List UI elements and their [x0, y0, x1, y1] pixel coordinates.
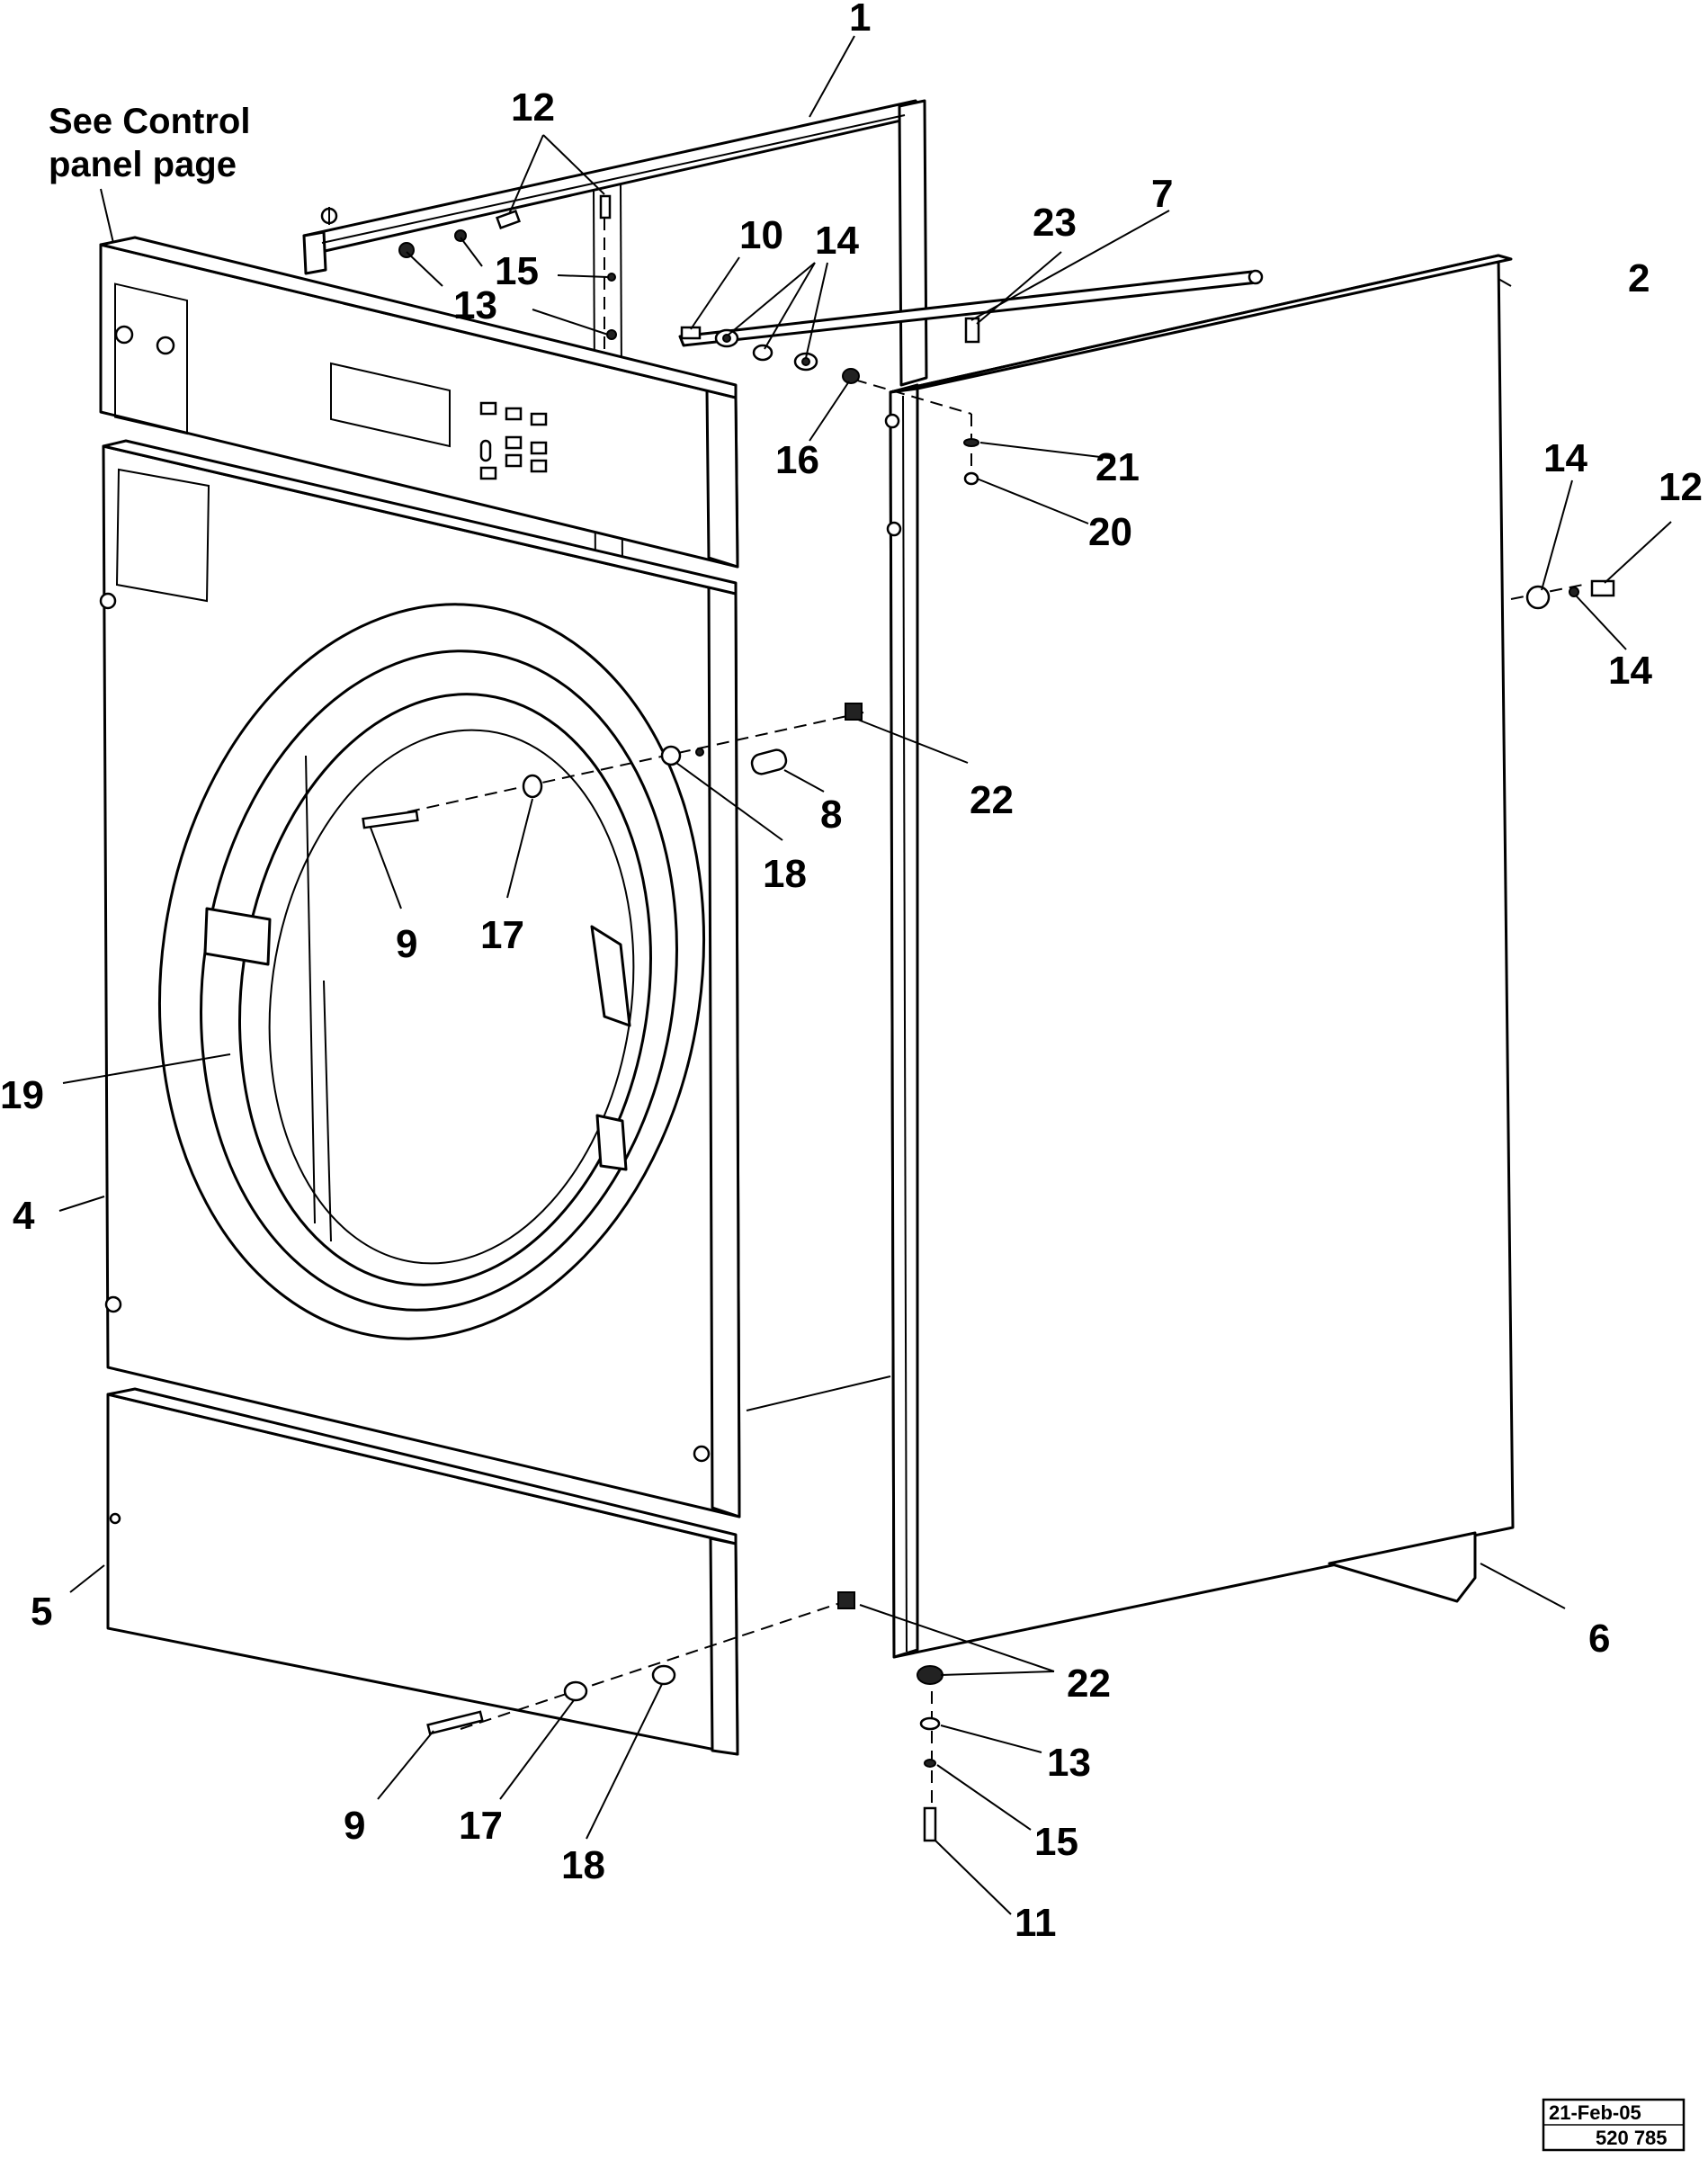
callout-14-right-lower: 14 [1608, 649, 1652, 693]
callout-9-lower: 9 [344, 1804, 365, 1848]
callout-15-top: 15 [495, 249, 539, 293]
callout-8: 8 [820, 793, 842, 837]
callout-12-top: 12 [511, 85, 555, 130]
callout-13-top: 13 [453, 283, 497, 327]
part-4-front-panel [99, 439, 741, 1518]
callout-22-upper: 22 [970, 778, 1014, 822]
note-see-control-line2: panel page [49, 145, 237, 184]
stamp-number: 520 785 [1596, 2127, 1668, 2149]
callout-17-lower: 17 [459, 1804, 503, 1848]
control-buttons [479, 401, 548, 480]
part-2-side-panel [884, 254, 1515, 1659]
callout-13-bottom: 13 [1047, 1741, 1091, 1785]
callout-17-upper: 17 [480, 913, 524, 957]
callout-7: 7 [1151, 172, 1173, 216]
leader-lines [58, 35, 1672, 1915]
callout-14-right-upper: 14 [1543, 436, 1587, 480]
callout-22-lower: 22 [1067, 1662, 1111, 1706]
callout-9-upper: 9 [396, 922, 417, 966]
callout-15-bottom: 15 [1034, 1820, 1078, 1864]
callout-18-lower: 18 [561, 1843, 605, 1887]
callout-23: 23 [1033, 201, 1077, 245]
callout-20: 20 [1088, 510, 1132, 554]
callout-4: 4 [13, 1194, 35, 1238]
callout-21: 21 [1095, 445, 1140, 489]
callout-11: 11 [1015, 1901, 1057, 1945]
callout-19: 19 [0, 1073, 44, 1117]
part-6-base-rail [746, 1375, 1477, 1603]
callout-14-top: 14 [815, 219, 859, 263]
callout-5: 5 [31, 1590, 52, 1634]
drawing-stamp: 21-Feb-05 520 785 [1542, 2098, 1686, 2152]
callout-10: 10 [739, 213, 783, 257]
callout-6: 6 [1588, 1617, 1610, 1661]
callout-12-right: 12 [1659, 465, 1703, 509]
stamp-date: 21-Feb-05 [1549, 2101, 1641, 2124]
callout-16: 16 [775, 438, 819, 482]
assembly-lines [368, 198, 1584, 1835]
callout-18-upper: 18 [763, 852, 807, 896]
callout-1: 1 [849, 0, 871, 40]
control-panel [99, 236, 739, 569]
part-7-tie-rod [678, 269, 1264, 347]
callout-2: 2 [1628, 256, 1650, 300]
hardware [362, 194, 1615, 1842]
part-5-kick-panel [106, 1387, 739, 1756]
callout-labels: See Control panel page 1 12 15 13 10 14 … [0, 0, 1703, 1945]
note-see-control-line1: See Control [49, 102, 250, 141]
